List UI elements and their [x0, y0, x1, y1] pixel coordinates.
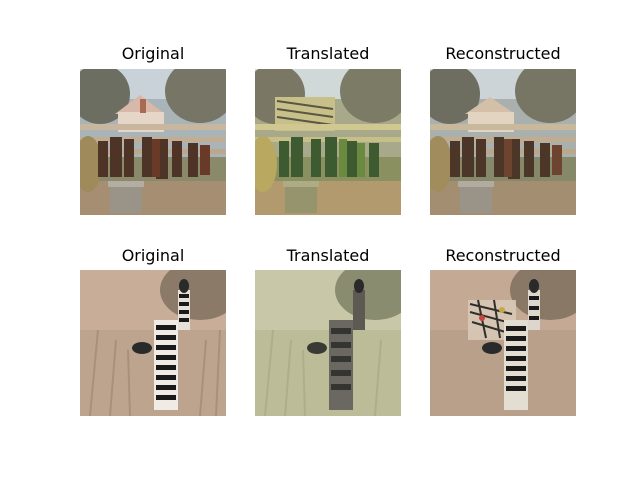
zebra-original-image	[80, 270, 226, 416]
panel-title: Translated	[286, 44, 370, 63]
panel-title: Translated	[286, 246, 370, 265]
zebra-translated-image	[255, 270, 401, 416]
panel-title: Reconstructed	[445, 246, 561, 265]
horses-reconstructed-image	[430, 69, 576, 215]
horses-original-image	[80, 69, 226, 215]
panel-title: Original	[121, 44, 185, 63]
horses-translated-image	[255, 69, 401, 215]
panel-title: Original	[121, 246, 185, 265]
panel-title: Reconstructed	[445, 44, 561, 63]
zebra-reconstructed-image	[430, 270, 576, 416]
